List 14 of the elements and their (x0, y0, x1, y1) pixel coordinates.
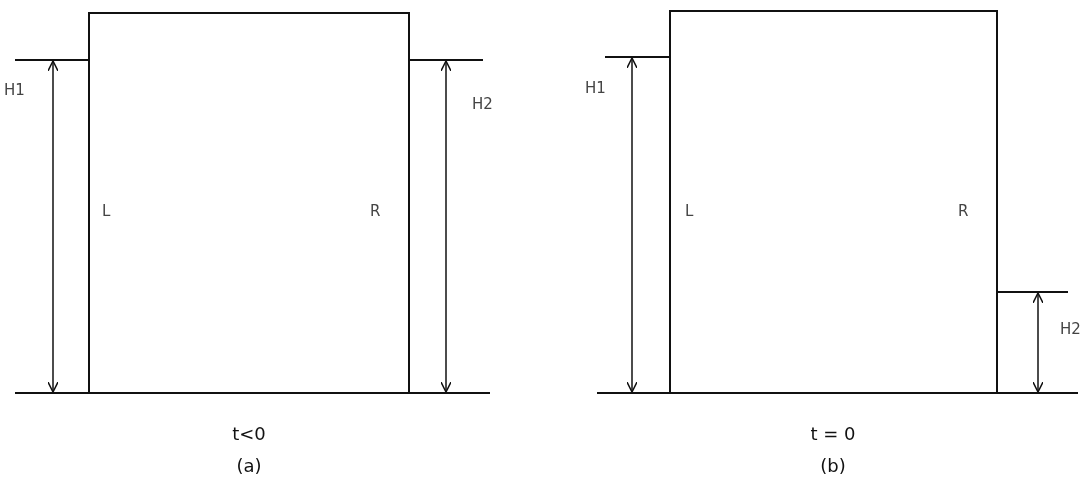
caption: (b) (820, 455, 846, 476)
caption: (a) (236, 455, 262, 476)
caption: t<0 (232, 423, 266, 444)
dimension-label: H1 (4, 81, 25, 99)
container-outline (669, 10, 998, 394)
container-outline (88, 12, 410, 394)
dimension-label: H2 (472, 95, 493, 113)
caption: t = 0 (810, 423, 856, 444)
side-label: R (370, 202, 381, 220)
dimension-label: H2 (1060, 320, 1081, 338)
side-label: L (685, 202, 694, 220)
dimension-label: H1 (585, 79, 606, 97)
side-label: R (958, 202, 969, 220)
side-label: L (102, 202, 111, 220)
